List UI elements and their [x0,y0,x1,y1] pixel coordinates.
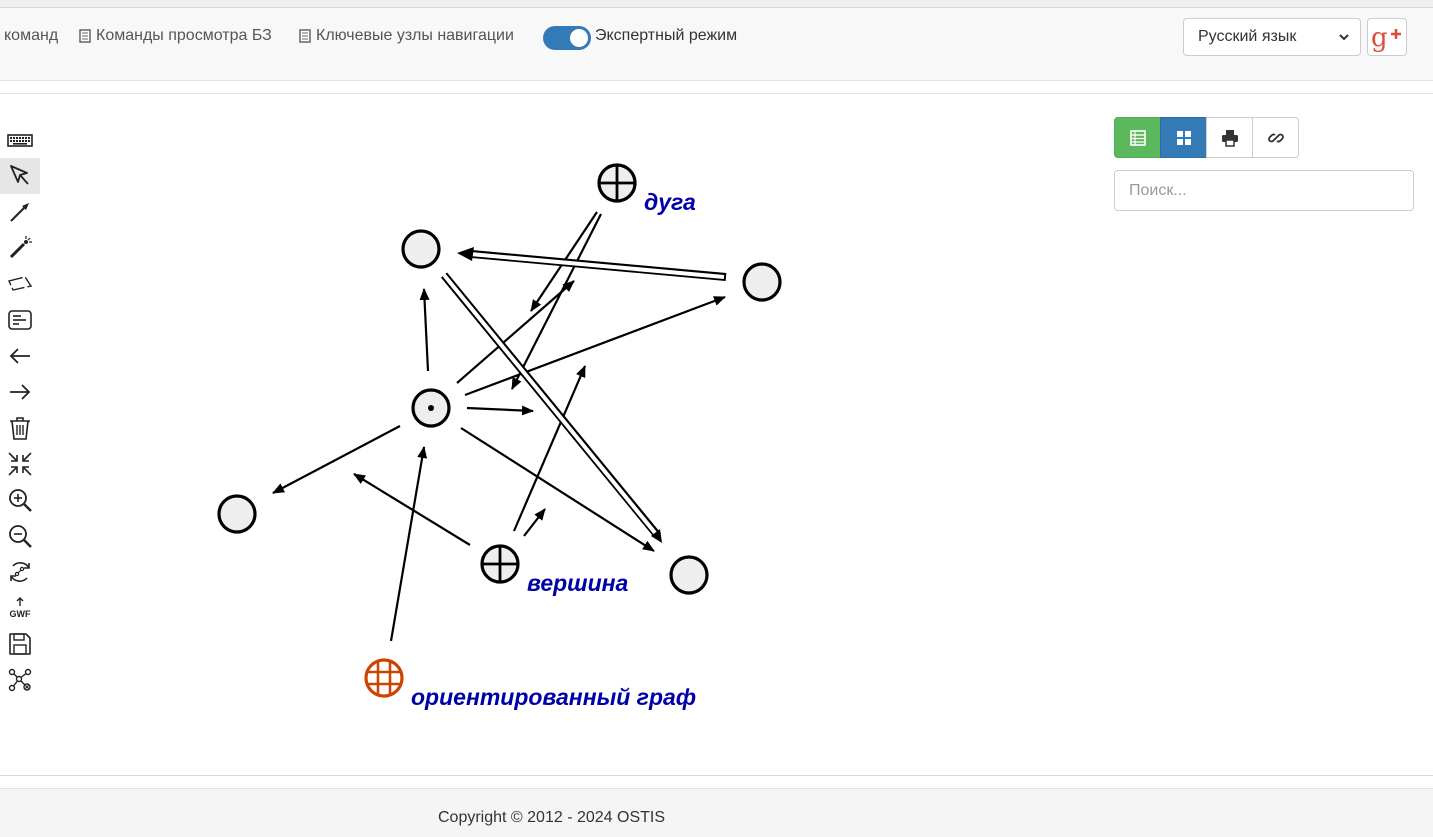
recenter-icon [10,562,30,582]
footer: Copyright © 2012 - 2024 OSTIS [0,788,1433,837]
graph-double-arc[interactable] [440,272,662,543]
svg-text:g: g [1371,23,1388,52]
link-content-tool[interactable] [0,302,40,338]
graph-arc[interactable] [464,295,726,397]
language-select[interactable]: Русский язык [1183,18,1361,56]
graph-arc[interactable] [419,288,430,372]
edge-tool-icon [10,203,29,222]
gwf-upload-tool[interactable]: GWF [0,590,40,626]
graph-arc[interactable] [272,425,401,494]
link-icon [1267,133,1284,142]
collapse-icon [8,452,32,476]
nav-item-key-nodes[interactable]: Ключевые узлы навигации [299,27,514,45]
save-tool[interactable] [0,626,40,662]
document-icon [79,29,91,43]
keyboard-tool[interactable] [0,122,40,158]
integrate-graph-icon [8,668,32,692]
select-tool[interactable] [0,158,40,194]
view-mode-buttons [1114,117,1299,158]
print-button[interactable] [1206,117,1253,158]
recenter-tool[interactable] [0,554,40,590]
zoom-out-tool[interactable] [0,518,40,554]
browser-top-strip [0,0,1433,8]
print-icon [1221,129,1238,147]
collapse-tool[interactable] [0,446,40,482]
zoom-in-icon [9,489,32,512]
graph-arc[interactable] [460,427,655,552]
language-select-value: Русский язык [1198,28,1297,45]
document-icon [299,29,311,43]
graph-structure-label: ориентированный граф [411,684,696,710]
undo-icon [9,348,30,364]
search-input[interactable] [1114,170,1414,211]
graph-arc[interactable] [353,473,471,546]
content-divider-top [0,93,1433,94]
delete-tool[interactable] [0,410,40,446]
top-navbar: команд Команды просмотра БЗ Ключевые узл… [0,8,1433,81]
graph-arc[interactable] [511,213,602,390]
graph-arc[interactable] [456,280,575,384]
graph-center-node[interactable] [411,388,451,428]
copyright-text: Copyright © 2012 - 2024 OSTIS [438,809,666,826]
content-divider-bottom [0,775,1433,776]
nav-item-label: Ключевые узлы навигации [316,27,514,44]
graph-arc[interactable] [512,365,587,532]
zoom-out-icon [9,525,32,548]
delete-icon [10,417,30,440]
gwf-upload-icon: GWF [10,597,31,619]
link-content-icon [8,310,32,330]
graph-arc[interactable] [466,405,534,416]
bus-tool-icon [9,236,32,259]
expert-mode-toggle[interactable] [543,26,591,50]
graph-structure-node[interactable] [364,658,404,698]
select-pointer-icon [10,165,29,185]
graph-canvas[interactable]: дуга вершина ориентированный граф [0,0,1100,770]
nav-item-label: Команды просмотра БЗ [96,27,272,44]
table-view-icon [1129,129,1146,146]
link-button[interactable] [1252,117,1299,158]
edge-tool[interactable] [0,194,40,230]
google-plus-button[interactable]: g [1367,18,1407,56]
undo-tool[interactable] [0,338,40,374]
toggle-knob [570,29,588,47]
graph-node[interactable] [742,262,782,302]
keyboard-icon [7,134,33,147]
integrate-graph-tool[interactable] [0,662,40,698]
graph-double-arc[interactable] [457,247,727,281]
vertex-class-node[interactable] [480,544,520,584]
bus-tool[interactable] [0,230,40,266]
graph-arc[interactable] [389,446,428,642]
graph-node[interactable] [217,494,257,534]
grid-view-icon [1176,130,1191,145]
graph-arc[interactable] [523,508,546,537]
graph-node[interactable] [401,229,441,269]
save-icon [9,633,31,655]
gwf-text: GWF [10,609,31,619]
redo-tool[interactable] [0,374,40,410]
graph-node[interactable] [669,555,709,595]
redo-icon [10,384,31,400]
nav-item-label: команд [4,27,59,44]
editor-toolbar: GWF [0,122,40,698]
arc-class-node[interactable] [597,163,637,203]
contour-tool[interactable] [0,266,40,302]
nav-item-kb-view-commands[interactable]: Команды просмотра БЗ [79,27,272,45]
contour-tool-icon [8,276,33,291]
expert-mode-label: Экспертный режим [595,27,738,44]
zoom-in-tool[interactable] [0,482,40,518]
grid-view-button[interactable] [1160,117,1207,158]
nav-item-commands[interactable]: команд [4,27,58,45]
table-view-button[interactable] [1114,117,1161,158]
chevron-down-icon [1339,34,1349,41]
arc-class-label: дуга [644,189,696,215]
vertex-class-label: вершина [527,570,629,596]
google-plus-icon: g [1371,23,1401,52]
